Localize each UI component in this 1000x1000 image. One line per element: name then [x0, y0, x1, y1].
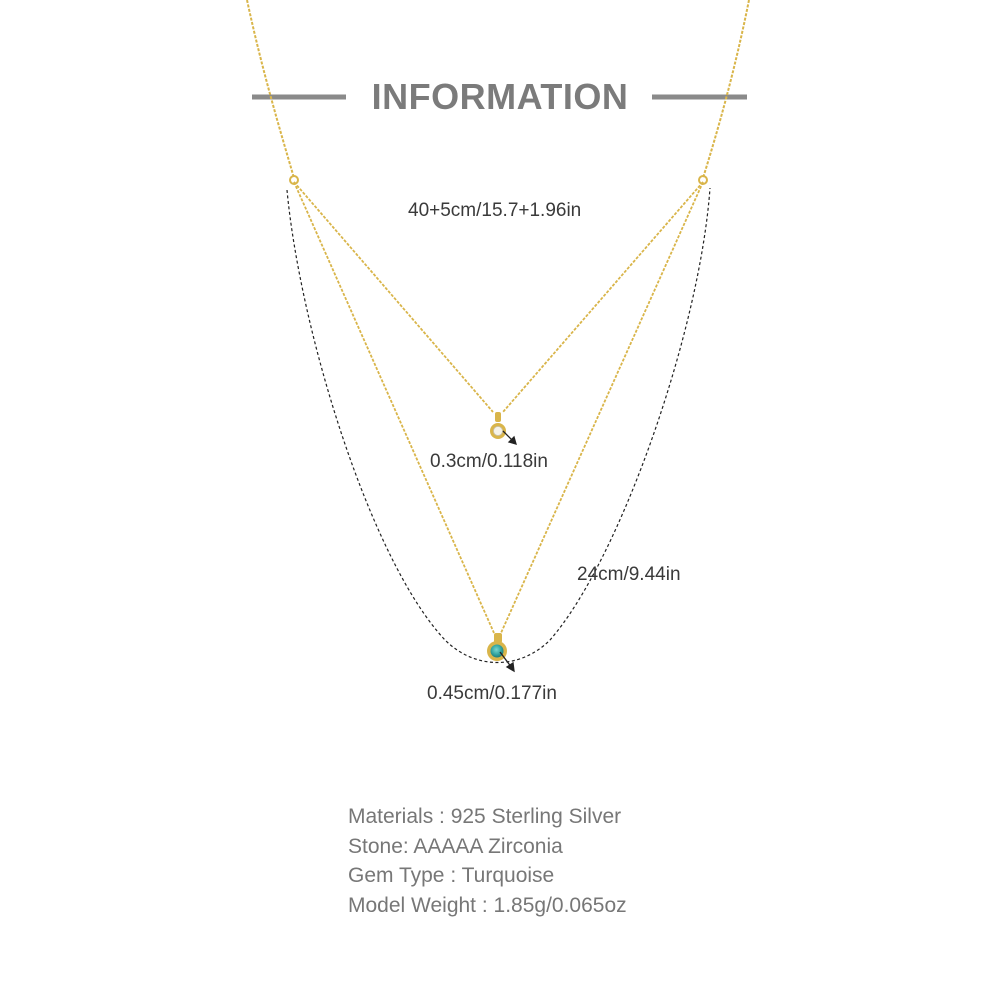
short-chain	[293, 181, 704, 413]
spec-stone: Stone: AAAAA Zirconia	[348, 834, 563, 858]
spec-list: Materials : 925 Sterling Silver Stone: A…	[348, 802, 627, 920]
small-stone-arrow	[502, 430, 517, 445]
spec-gem-type: Gem Type : Turquoise	[348, 864, 555, 887]
spec-materials: Materials : 925 Sterling Silver	[348, 805, 622, 828]
spec-model-weight: Model Weight : 1.85g/0.065oz	[348, 893, 627, 917]
drop-length-label: 24cm/9.44in	[577, 564, 681, 585]
neck-chain	[246, 0, 750, 179]
chain-length-label: 40+5cm/15.7+1.96in	[408, 200, 582, 221]
turquoise-pendant	[487, 633, 507, 661]
long-chain	[293, 181, 704, 634]
large-stone-arrow	[499, 651, 515, 673]
large-stone-size-label: 0.45cm/0.177in	[427, 683, 557, 704]
small-stone-size-label: 0.3cm/0.118in	[430, 451, 548, 472]
small-zirconia-pendant	[490, 412, 506, 439]
length-guide-dashed	[286, 187, 711, 664]
page-title: INFORMATION	[371, 76, 629, 117]
